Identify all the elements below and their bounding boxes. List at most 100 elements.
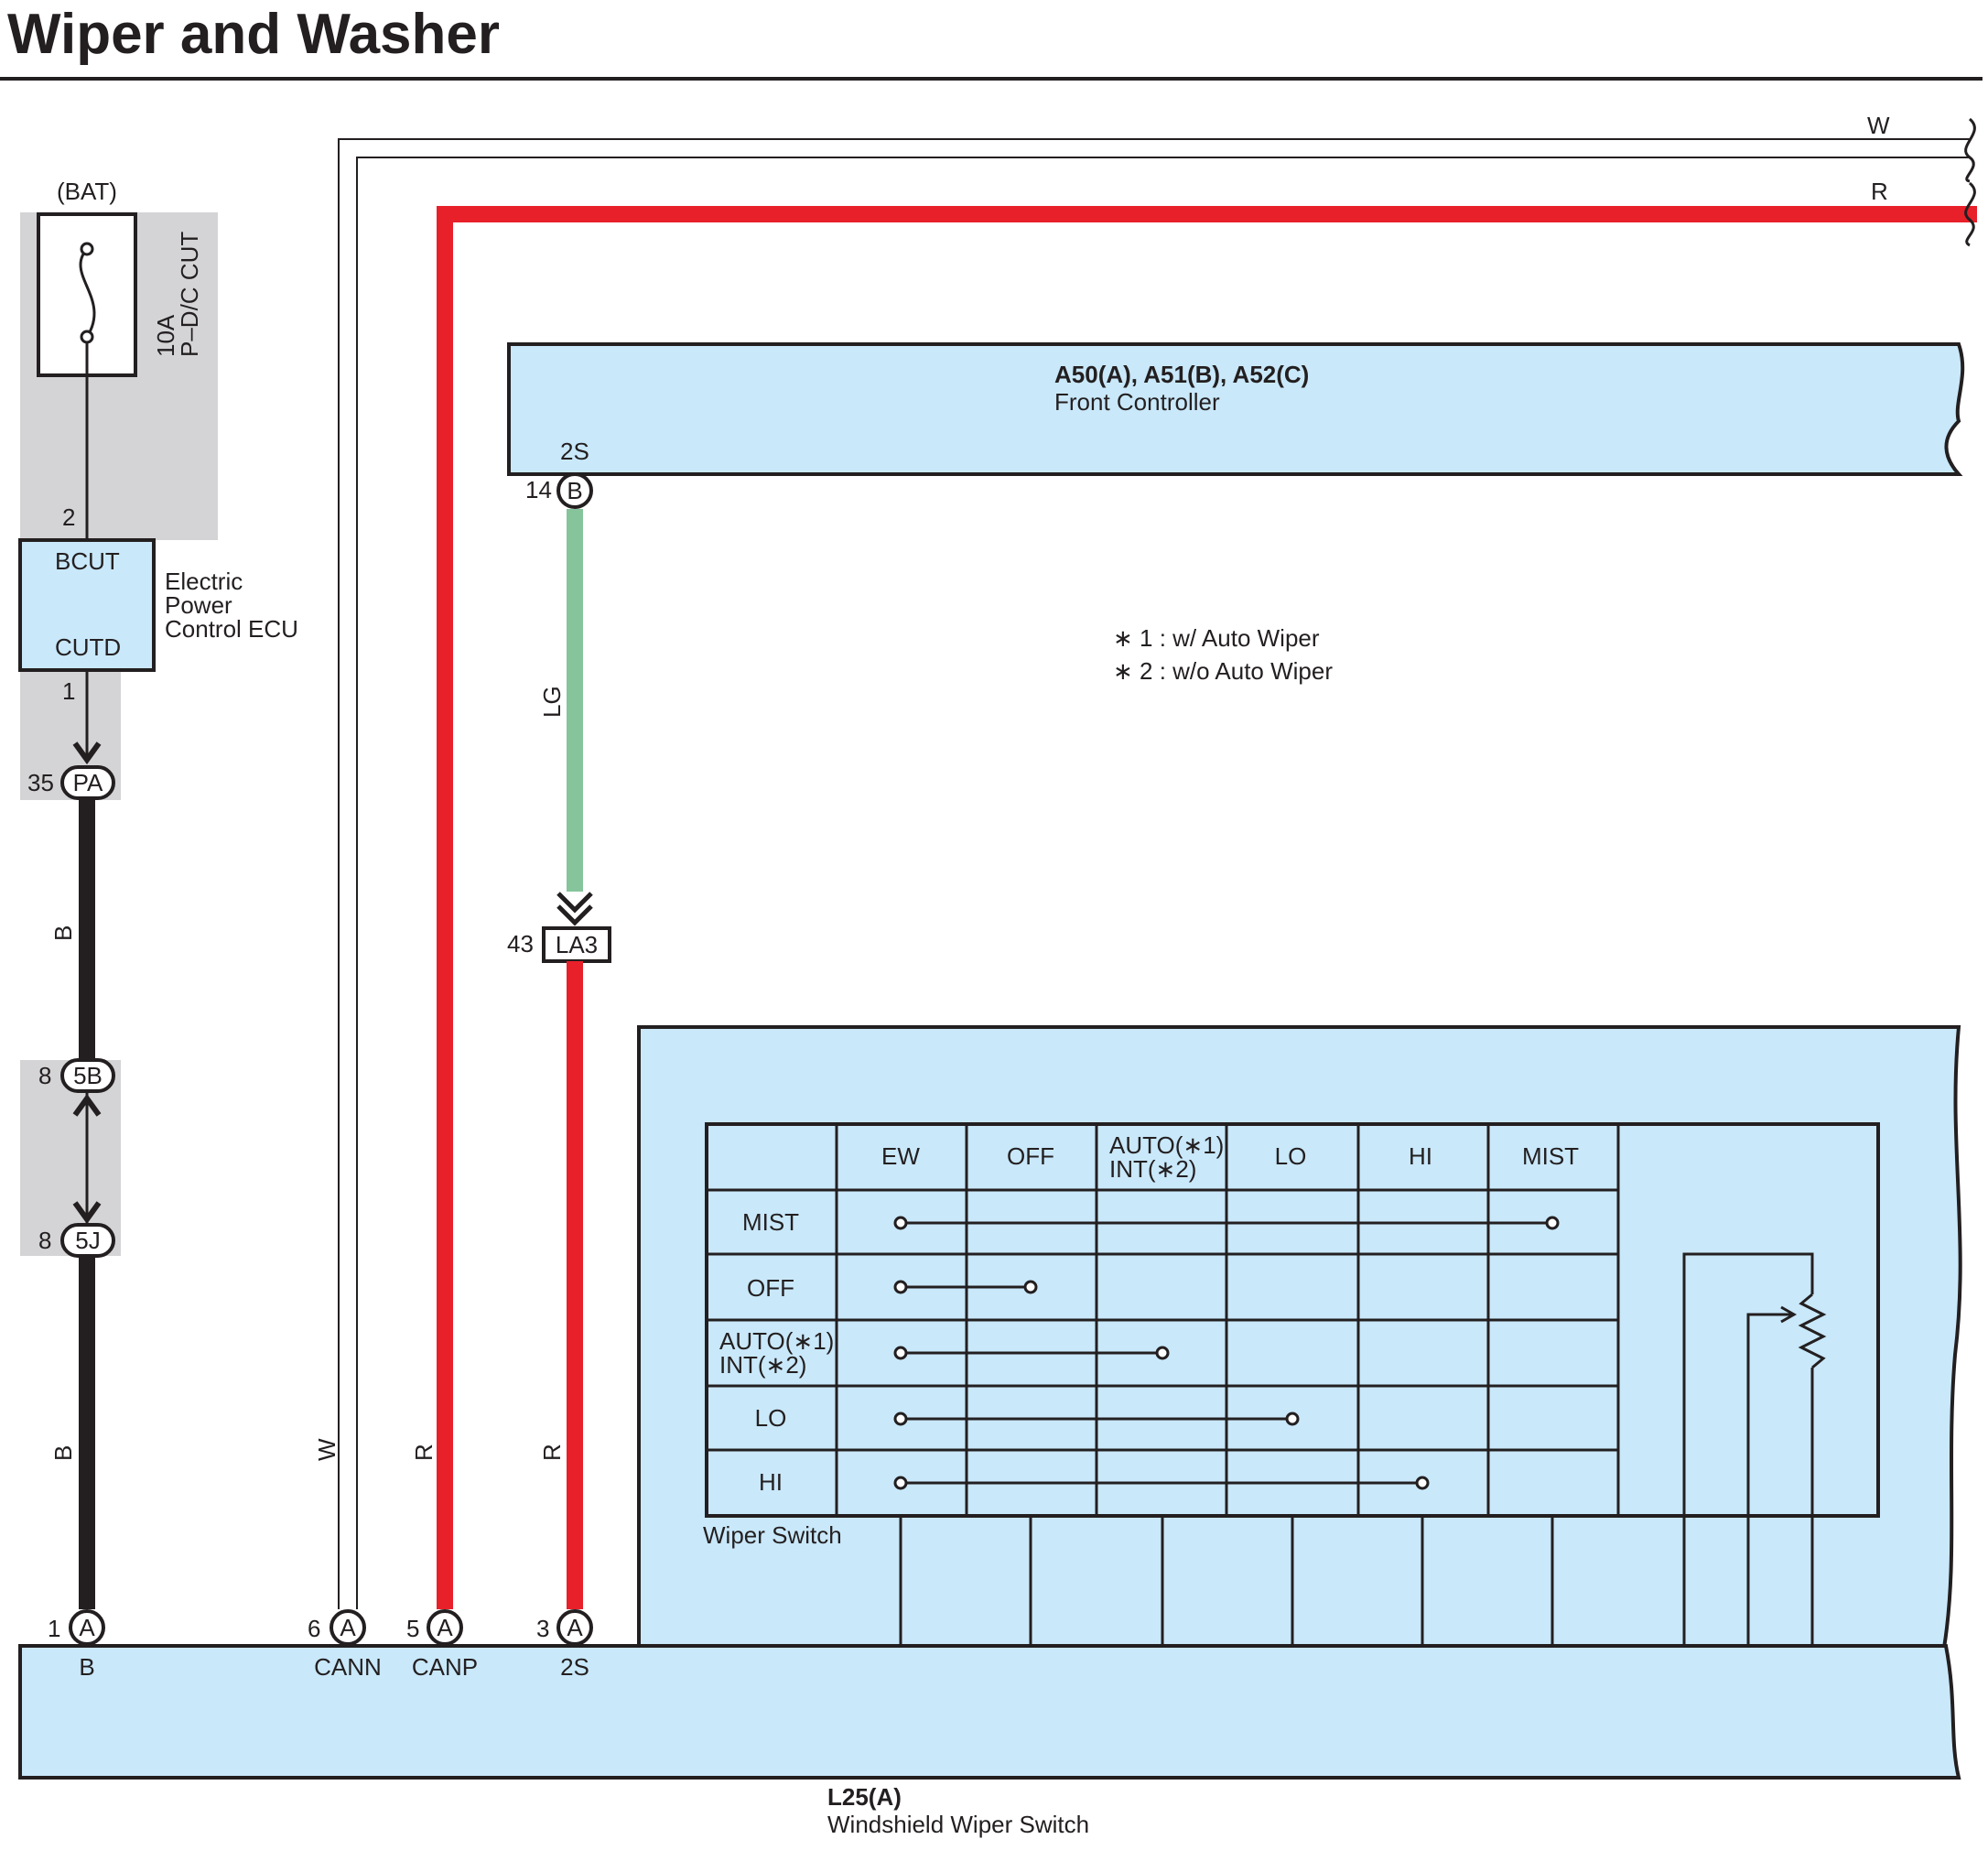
top-red-label: R — [1871, 178, 1888, 205]
ecu-name-line3: Control ECU — [165, 615, 298, 643]
switch-contact-point — [893, 1412, 908, 1426]
row-header-auto: AUTO(∗1) — [719, 1327, 834, 1355]
wiper-switch-label: Wiper Switch — [703, 1521, 842, 1549]
wiper-switch-grid — [707, 1124, 1620, 1516]
lightgreen-wire — [567, 509, 583, 892]
pin-connector — [69, 1609, 105, 1646]
la3-code: LA3 — [556, 931, 598, 958]
j5j-pin: 8 — [38, 1227, 51, 1254]
note-auto-wiper: ∗ 1 : w/ Auto Wiper — [1113, 624, 1320, 652]
pin-connector-code: A — [567, 1614, 583, 1641]
la3-arrow-icon-1 — [556, 892, 593, 914]
pin-connector — [427, 1609, 463, 1646]
pin-terminal: CANN — [314, 1653, 382, 1681]
switch-pin-cann: 6 A CANN — [308, 1609, 382, 1681]
col-header-mist: MIST — [1522, 1142, 1579, 1170]
pin-terminal: B — [79, 1653, 94, 1681]
switch-contact-point — [1285, 1412, 1300, 1426]
pin-number: 1 — [48, 1615, 60, 1642]
connector-arrow-down-icon — [72, 1201, 102, 1225]
red-wire-2s-label: R — [538, 1444, 566, 1461]
pin-connector-code: A — [437, 1614, 453, 1641]
switch-pin-b: 1 A B — [48, 1609, 105, 1681]
switch-contact-point — [1155, 1346, 1170, 1360]
switch-contact-point — [1415, 1476, 1430, 1490]
col-header-hi: HI — [1409, 1142, 1432, 1170]
fuse-terminal-top — [80, 242, 94, 256]
pin-number: 3 — [536, 1615, 549, 1642]
row-header-mist: MIST — [742, 1208, 799, 1236]
pin-terminal: 2S — [560, 1653, 589, 1681]
white-wire-outline-outer — [338, 138, 1970, 1609]
row-header-off: OFF — [747, 1274, 794, 1302]
potentiometer-icon — [1682, 1252, 1827, 1646]
wiper-switch-row-headers: MIST OFF AUTO(∗1) INT(∗2) LO HI — [719, 1208, 834, 1496]
front-controller-name: Front Controller — [1054, 388, 1220, 416]
fuse-bat-label: (BAT) — [57, 178, 117, 205]
j5b-pin: 8 — [38, 1062, 51, 1089]
pot-wiper-wire — [1746, 1313, 1792, 1646]
pin-connector — [556, 1609, 593, 1646]
switch-connector-code: L25(A) — [827, 1783, 902, 1811]
col-header-off: OFF — [1007, 1142, 1054, 1170]
top-white-label: W — [1867, 112, 1890, 139]
pot-resistor-zigzag — [1798, 1293, 1827, 1369]
row-header-hi: HI — [759, 1468, 783, 1496]
pin-number: 5 — [406, 1615, 419, 1642]
pin-terminal: CANP — [412, 1653, 478, 1681]
fuse-amp: 10A — [152, 314, 179, 357]
ecu-box — [18, 538, 156, 672]
switch-contacts — [893, 1216, 1560, 1490]
switch-contact-point — [1023, 1280, 1038, 1294]
fuse-rating-group: 10A P–D/C CUT — [152, 232, 203, 357]
black-wire-label-lower: B — [49, 1445, 77, 1461]
switch-contact-point — [1545, 1216, 1560, 1230]
col-header-int: INT(∗2) — [1109, 1155, 1196, 1183]
front-controller-codes: A50(A), A51(B), A52(C) — [1054, 361, 1309, 388]
pot-wiper-arrow — [1780, 1305, 1798, 1324]
pin-connector-code: A — [79, 1614, 95, 1641]
col-header-auto: AUTO(∗1) — [1109, 1131, 1224, 1159]
white-wire-label: W — [313, 1438, 340, 1461]
pin-connector — [330, 1609, 366, 1646]
switch-connector-box — [18, 1644, 1961, 1780]
front-controller-terminal: 2S — [560, 438, 589, 465]
la3-pin: 43 — [507, 930, 534, 957]
wiper-switch-column-headers: EW OFF AUTO(∗1) INT(∗2) LO HI MIST — [881, 1131, 1579, 1183]
ecu-name-line1: Electric — [165, 568, 243, 595]
white-wire-outline-inner — [356, 157, 1970, 1609]
connector-arrow-up-icon — [72, 1093, 102, 1117]
junction-shade — [20, 1060, 121, 1256]
black-wire-lower — [79, 1256, 95, 1609]
switch-contact-point — [893, 1216, 908, 1230]
wire-break-icon-w — [1964, 117, 1976, 183]
front-controller-box — [507, 342, 1965, 476]
red-wire-canp — [437, 206, 1977, 1609]
ecu-pin-top: 2 — [62, 503, 75, 531]
j5b-code: 5B — [73, 1062, 103, 1089]
pin-number: 6 — [308, 1615, 320, 1642]
red-wire-canp-label: R — [410, 1444, 438, 1461]
note-no-auto-wiper: ∗ 2 : w/o Auto Wiper — [1113, 657, 1333, 685]
pa-pin: 35 — [27, 769, 54, 796]
switch-body — [637, 1025, 1962, 1650]
title-rule — [0, 77, 1983, 81]
pin-connector-code: A — [340, 1614, 356, 1641]
lightgreen-wire-label: LG — [538, 686, 566, 718]
switch-contact-point — [893, 1346, 908, 1360]
col-header-lo: LO — [1275, 1142, 1307, 1170]
fuse-terminal-bottom — [80, 330, 94, 344]
page-title: Wiper and Washer — [7, 3, 500, 66]
switch-pin-2s: 3 A 2S — [536, 1609, 593, 1681]
switch-contact-point — [893, 1476, 908, 1490]
pa-code: PA — [73, 769, 103, 796]
ecu-pin-bottom: 1 — [62, 677, 75, 705]
fuse-element-icon — [79, 248, 96, 338]
black-wire-label-upper: B — [49, 925, 77, 941]
switch-drop-lines — [899, 1516, 1554, 1646]
row-header-lo: LO — [755, 1404, 787, 1432]
col-header-ew: EW — [881, 1142, 920, 1170]
front-controller-connector — [556, 472, 593, 509]
